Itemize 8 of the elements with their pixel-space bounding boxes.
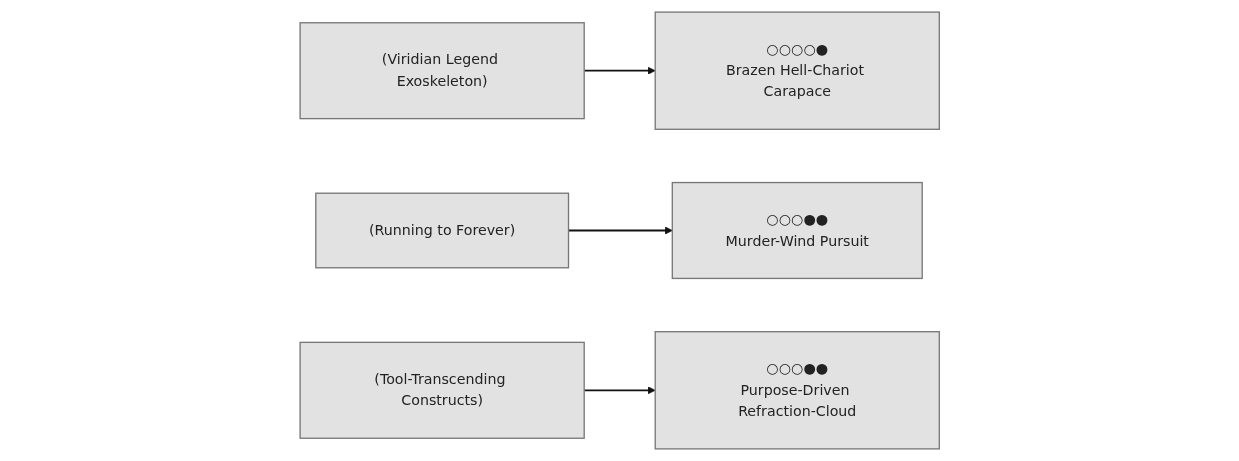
arrow [583, 66, 656, 75]
node-box: (Viridian Legend Exoskeleton) [299, 22, 585, 120]
node-box: (Running to Forever) [314, 192, 569, 269]
arrow [583, 386, 656, 395]
node-box: ○○○●● Murder-Wind Pursuit [671, 181, 923, 280]
node-box: (Tool-Transcending Constructs) [299, 341, 585, 439]
node-box: ○○○●● Purpose-Driven Refraction-Cloud [654, 331, 940, 450]
node-box: ○○○○● Brazen Hell-Chariot Carapace [654, 11, 940, 130]
